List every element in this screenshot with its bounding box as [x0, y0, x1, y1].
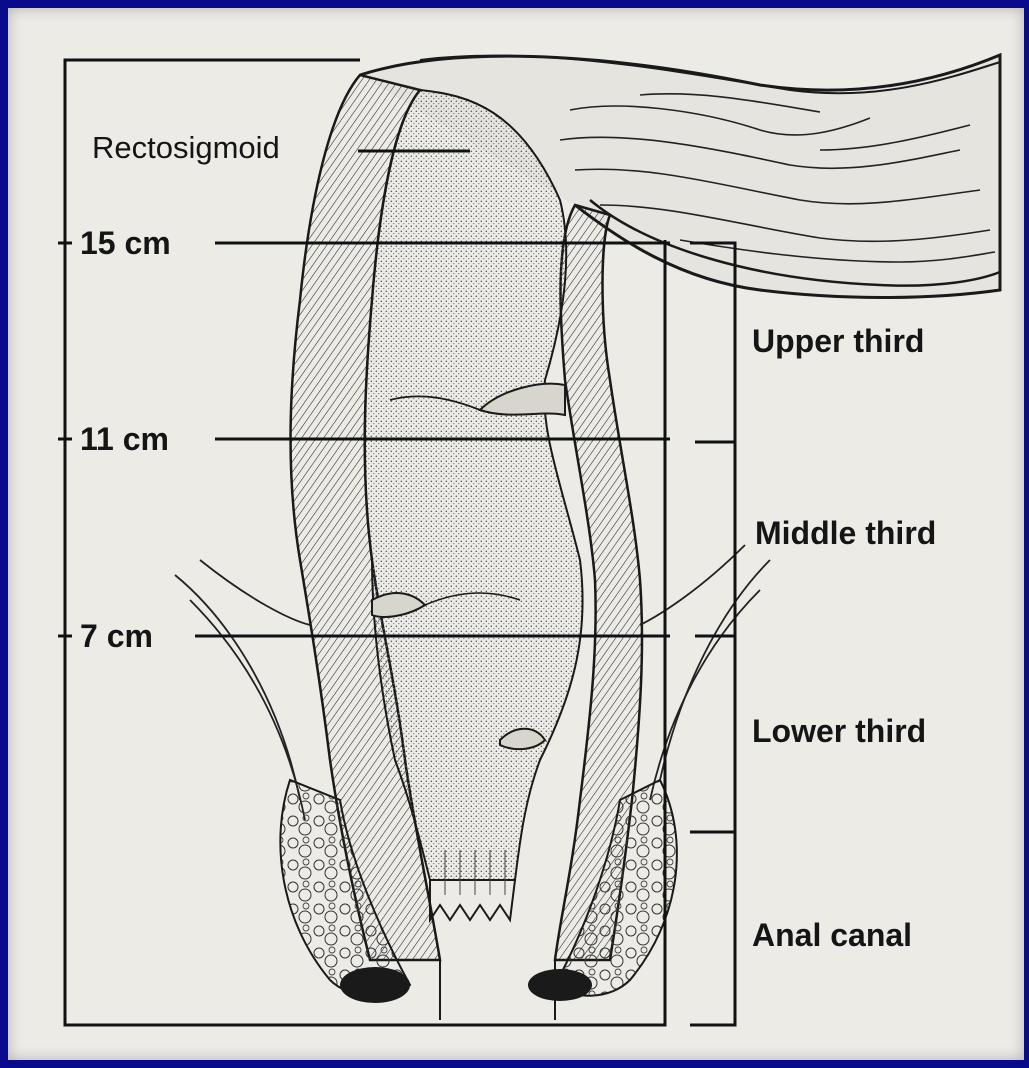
thirds-bracket — [690, 243, 735, 1025]
label-11cm: 11 cm — [80, 421, 169, 457]
label-lower-third: Lower third — [752, 713, 926, 749]
label-upper-third: Upper third — [752, 323, 924, 359]
anal-canal-opening — [430, 880, 515, 920]
label-15cm: 15 cm — [80, 225, 171, 261]
label-anal-canal: Anal canal — [752, 917, 912, 953]
rectal-lumen — [365, 90, 583, 880]
label-7cm: 7 cm — [80, 618, 153, 654]
label-rectosigmoid: Rectosigmoid — [92, 130, 280, 166]
label-middle-third: Middle third — [755, 515, 936, 551]
